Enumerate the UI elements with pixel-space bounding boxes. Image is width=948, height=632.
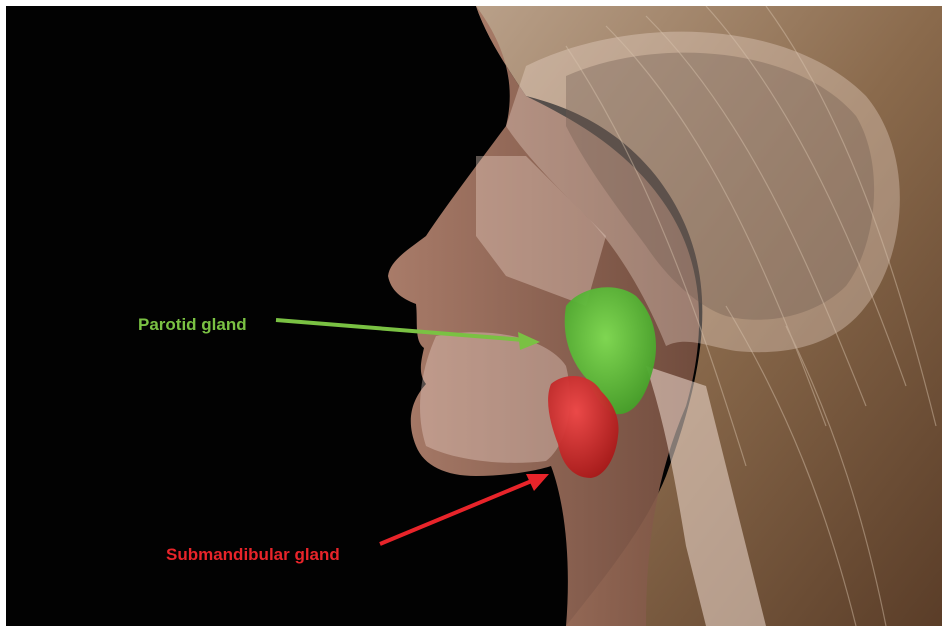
submandibular-arrow — [380, 480, 534, 544]
jaw-overlay — [420, 332, 570, 463]
submandibular-gland-label: Submandibular gland — [166, 546, 340, 563]
parotid-gland-label: Parotid gland — [138, 316, 247, 333]
anatomy-photo: Parotid gland Submandibular gland — [6, 6, 942, 626]
